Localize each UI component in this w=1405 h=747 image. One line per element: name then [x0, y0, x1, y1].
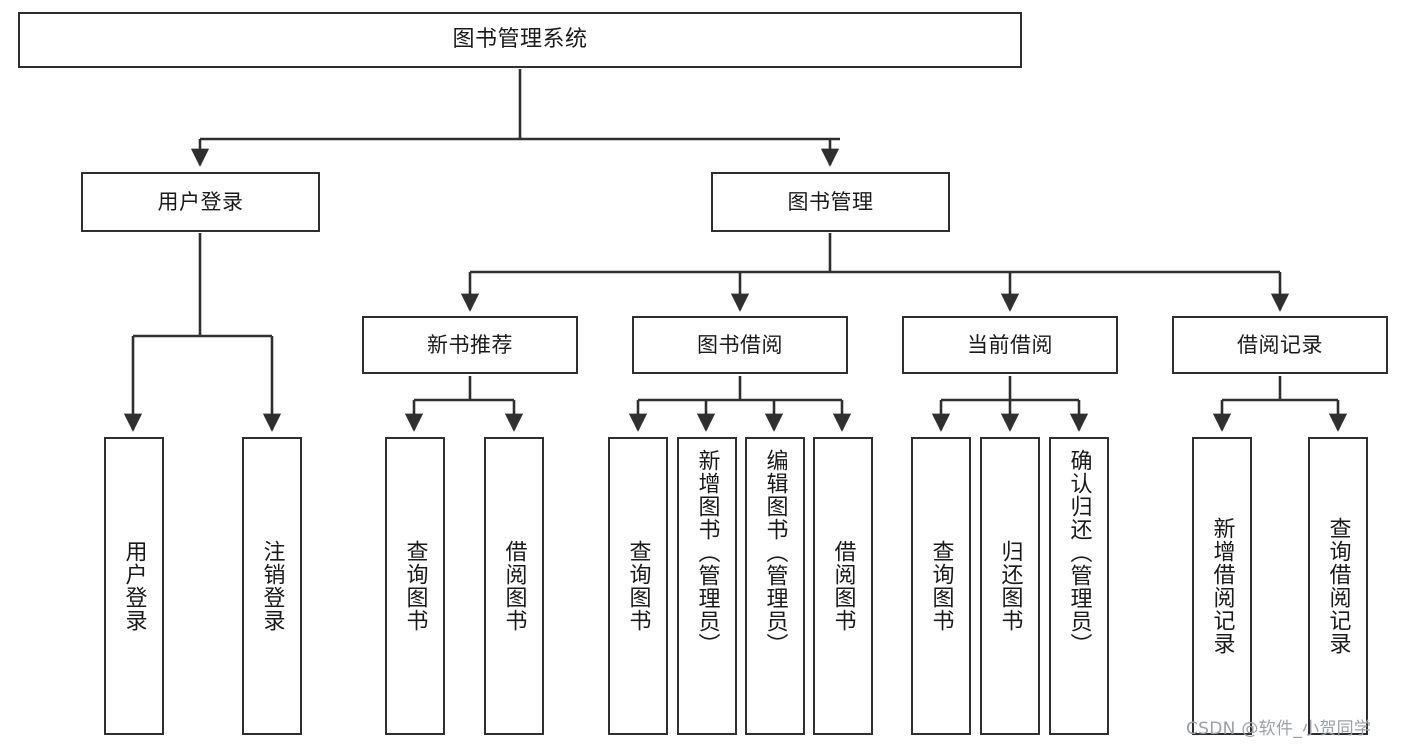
node-label: 新增借阅记录 — [1209, 517, 1235, 655]
node-label: 图书借阅 — [697, 332, 783, 357]
leaf-confirm-return-admin[interactable]: 确认归还（管理员） — [1049, 437, 1109, 735]
leaf-query-book-borrow[interactable]: 查询图书 — [608, 437, 668, 735]
leaf-query-borrow-record[interactable]: 查询借阅记录 — [1308, 437, 1368, 735]
leaf-query-book-current[interactable]: 查询图书 — [911, 437, 971, 735]
node-root-system[interactable]: 图书管理系统 — [18, 12, 1022, 68]
leaf-borrow-book[interactable]: 借阅图书 — [813, 437, 873, 735]
node-label: 查询图书 — [625, 540, 651, 632]
leaf-logout-login[interactable]: 注销登录 — [242, 437, 302, 735]
node-label: 借阅记录 — [1237, 332, 1323, 357]
node-label: 确认归还（管理员） — [1066, 449, 1092, 656]
node-label: 归还图书 — [997, 540, 1023, 632]
leaf-return-book[interactable]: 归还图书 — [980, 437, 1040, 735]
node-label: 图书管理 — [787, 189, 874, 214]
node-label: 查询图书 — [402, 540, 428, 632]
leaf-user-login[interactable]: 用户登录 — [104, 437, 164, 735]
node-label: 查询图书 — [928, 540, 954, 632]
node-label: 用户登录 — [157, 189, 244, 214]
node-label: 编辑图书（管理员） — [762, 449, 788, 656]
node-current-borrow[interactable]: 当前借阅 — [902, 316, 1118, 374]
node-user-login[interactable]: 用户登录 — [81, 172, 320, 232]
node-book-borrow[interactable]: 图书借阅 — [632, 316, 848, 374]
node-book-management[interactable]: 图书管理 — [711, 172, 950, 232]
node-label: 借阅图书 — [501, 540, 527, 632]
node-borrow-record[interactable]: 借阅记录 — [1172, 316, 1388, 374]
node-label: 新书推荐 — [427, 332, 513, 357]
node-label: 当前借阅 — [967, 332, 1053, 357]
node-label: 用户登录 — [121, 540, 147, 632]
leaf-add-borrow-record[interactable]: 新增借阅记录 — [1192, 437, 1252, 735]
node-label: 图书管理系统 — [452, 27, 588, 53]
leaf-borrow-book-recommend[interactable]: 借阅图书 — [484, 437, 544, 735]
leaf-add-book-admin[interactable]: 新增图书（管理员） — [677, 437, 737, 735]
node-label: 借阅图书 — [830, 540, 856, 632]
leaf-query-book-recommend[interactable]: 查询图书 — [385, 437, 445, 735]
node-new-book-recommend[interactable]: 新书推荐 — [362, 316, 578, 374]
node-label: 注销登录 — [259, 540, 285, 632]
node-label: 新增图书（管理员） — [694, 449, 720, 656]
leaf-edit-book-admin[interactable]: 编辑图书（管理员） — [745, 437, 805, 735]
watermark-text: CSDN @软件_小贺同学 — [1186, 719, 1372, 739]
node-label: 查询借阅记录 — [1325, 517, 1351, 655]
